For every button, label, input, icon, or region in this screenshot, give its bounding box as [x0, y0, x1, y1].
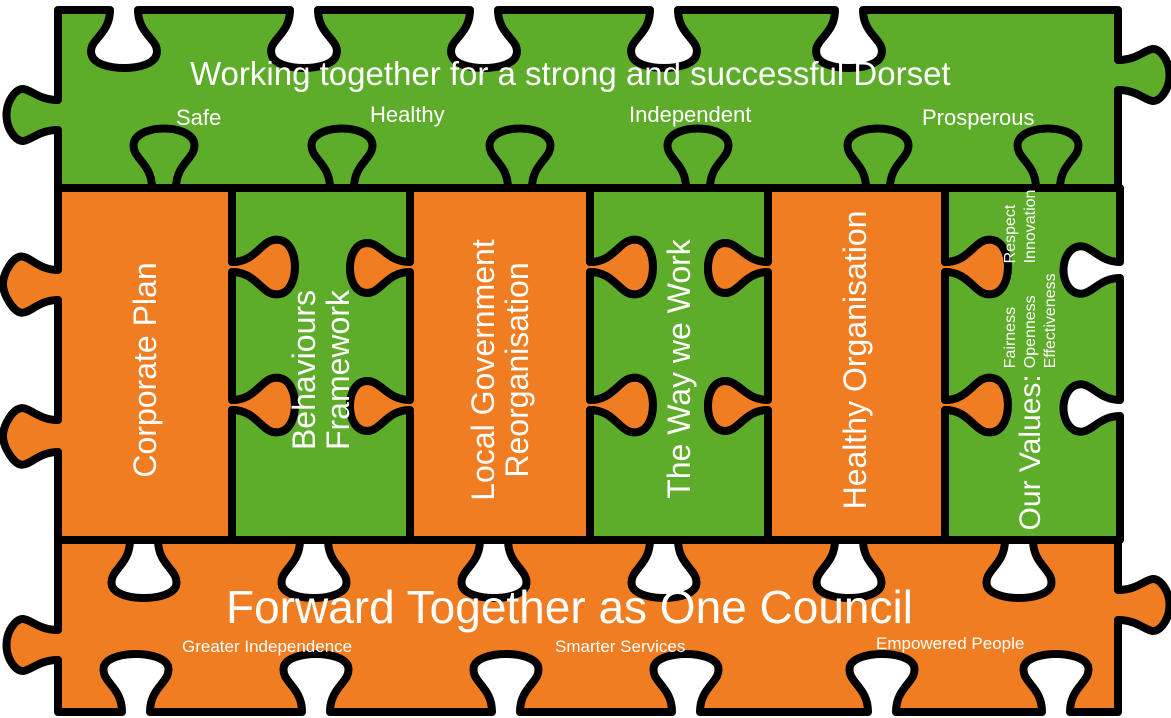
- our-values-list: Fairness Respect Openness Innovation Eff…: [1002, 190, 1060, 369]
- theme-safe: Safe: [176, 105, 222, 130]
- theme-greater-independence: Greater Independence: [182, 637, 353, 656]
- theme-independent: Independent: [629, 102, 752, 127]
- value-openness: Openness: [1022, 295, 1039, 369]
- top-band-title: Working together for a strong and succes…: [190, 55, 951, 92]
- our-values: Our Values: Fairness Respect Openness In…: [1002, 190, 1060, 531]
- label-corporate-plan: Corporate Plan: [127, 262, 163, 478]
- value-innovation: Innovation: [1022, 189, 1039, 264]
- puzzle-piece-our-values: [941, 184, 1124, 544]
- theme-empowered-people: Empowered People: [876, 634, 1025, 653]
- value-effectiveness: Effectiveness: [1042, 273, 1059, 369]
- bottom-band-title: Forward Together as One Council: [226, 581, 913, 633]
- label-local-government-reorganisation: Local Government Reorganisation: [465, 239, 535, 501]
- puzzle-piece-top-band: [2, 6, 1171, 192]
- label-the-way-we-work: The Way we Work: [661, 239, 697, 499]
- theme-prosperous: Prosperous: [922, 105, 1035, 130]
- puzzle-piece-bottom-band: [2, 536, 1171, 716]
- our-values-title: Our Values:: [1014, 374, 1047, 531]
- theme-healthy: Healthy: [370, 102, 445, 127]
- label-behaviours-framework: Behaviours Framework: [286, 289, 356, 451]
- theme-smarter-services: Smarter Services: [555, 637, 686, 656]
- label-healthy-organisation: Healthy Organisation: [837, 210, 873, 510]
- value-respect: Respect: [1002, 204, 1019, 264]
- value-fairness: Fairness: [1002, 306, 1019, 369]
